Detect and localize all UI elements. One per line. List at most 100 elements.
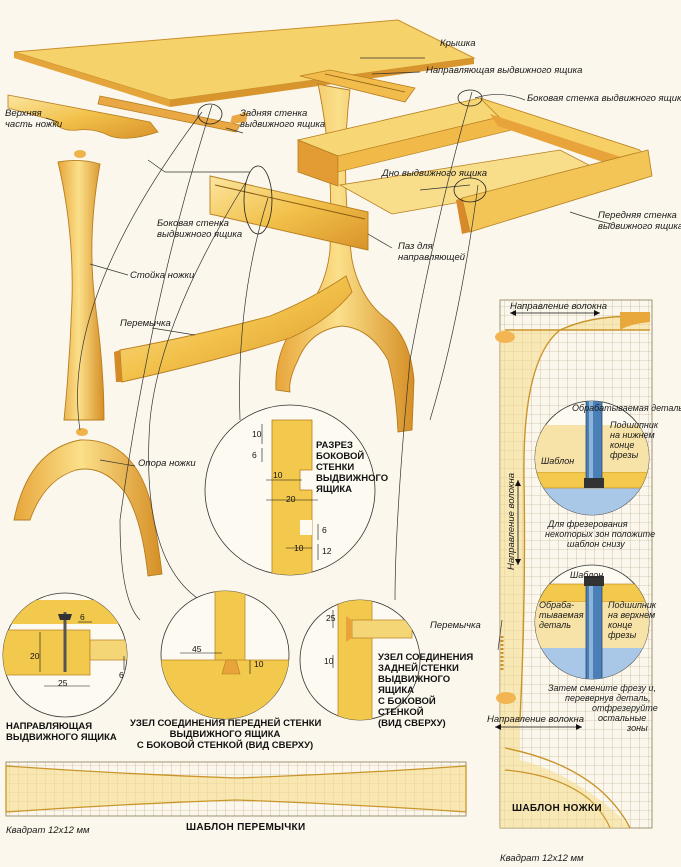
dim-runner-20: 20 [30,651,40,661]
grid-note-left: Квадрат 12х12 мм [6,825,90,836]
label-top: Крышка [440,38,476,49]
caption-back-joint-line: ЯЩИКА [378,685,414,696]
label-template-2: Шаблон [570,570,604,580]
caption-runner: НАПРАВЛЯЮЩАЯ ВЫДВИЖНОГО ЯЩИКА [6,721,117,743]
label-front-wall-2: выдвижного ящика [598,221,681,232]
section-caption: РАЗРЕЗ БОКОВОЙ СТЕНКИ ВЫДВИЖНОГО ЯЩИКА [316,440,388,495]
label-grain-vertical: Направление волокна [506,472,517,570]
section-detail [204,404,376,576]
label-side-wall-1: Боковая стенка [157,218,229,229]
label-drawer-side-top: Боковая стенка выдвижного ящика [527,93,681,104]
crossbar-part [114,275,353,383]
leg-post [57,150,105,436]
caption-runner-line: ВЫДВИЖНОГО ЯЩИКА [6,732,117,743]
label-note1-3: шаблон снизу [567,539,625,549]
dim-section-10a: 10 [252,429,262,439]
caption-back-joint-line: ЗАДНЕЙ СТЕНКИ [378,663,459,674]
dim-back-25: 25 [326,613,336,623]
label-bearing-lower-3: конце [610,440,635,450]
dim-section-6b: 6 [322,525,327,535]
dim-section-10c: 10 [294,543,304,553]
caption-front-joint-line: ВЫДВИЖНОГО ЯЩИКА [169,729,281,740]
label-workpiece-2a: Обраба- [539,600,575,610]
label-bearing-upper-4: фрезы [608,630,637,640]
label-side-wall-2: выдвижного ящика [157,229,243,240]
label-groove-1: Паз для [398,241,433,252]
label-bearing-lower-2: на нижнем [610,430,655,440]
caption-front-joint-line: С БОКОВОЙ СТЕНКОЙ (ВИД СВЕРХУ) [136,740,314,751]
caption-runner-line: НАПРАВЛЯЮЩАЯ [6,721,93,732]
label-workpiece-2b: тываемая [539,610,584,620]
drawer-box [296,97,653,234]
section-caption-line: РАЗРЕЗ [316,440,353,451]
leader-lines [45,57,613,651]
caption-back-joint: УЗЕЛ СОЕДИНЕНИЯ ЗАДНЕЙ СТЕНКИ ВЫДВИЖНОГО… [378,652,473,729]
caption-back-joint-line: УЗЕЛ СОЕДИНЕНИЯ [378,652,474,663]
drawer-side-wall [209,175,369,251]
drawer-back-wall [230,112,248,124]
section-caption-line: ЯЩИКА [316,484,352,495]
caption-front-joint-line: УЗЕЛ СОЕДИНЕНИЯ ПЕРЕДНЕЙ СТЕНКИ [130,718,322,729]
drawer-runner-part [299,69,416,103]
dim-section-6a: 6 [252,450,257,460]
dim-runner-6b: 6 [119,670,124,680]
dim-section-10b: 10 [273,470,283,480]
dim-back-10: 10 [324,656,334,666]
section-caption-line: БОКОВОЙ [316,451,365,462]
label-back-wall-1: Задняя стенка [240,108,308,119]
caption-back-joint-line: СТЕНКОЙ [378,707,424,718]
runner-detail [2,592,128,718]
dim-section-12: 12 [322,546,332,556]
label-workpiece-1: Обрабатываемая деталь [572,403,681,413]
dim-front-10: 10 [254,659,264,669]
label-note1-1: Для фрезерования [548,519,628,529]
label-drawer-bottom: Дно выдвижного ящика [382,168,488,179]
detail-markers [197,89,487,235]
label-crossbar-right: Перемычка [430,620,481,631]
label-note1-2: некоторых зон положите [545,529,656,539]
dim-front-45: 45 [192,644,202,654]
caption-back-joint-line: (ВИД СВЕРХУ) [378,718,446,729]
label-leg-base: Опора ножки [138,458,196,469]
caption-back-joint-line: С БОКОВОЙ [378,696,436,707]
section-caption-line: СТЕНКИ [316,462,355,473]
section-caption-line: ВЫДВИЖНОГО [316,473,389,484]
label-leg-post: Стойка ножки [130,270,195,281]
crossbar-template [5,761,467,817]
leg-base [13,439,163,577]
label-bearing-upper-2: на верхнем [608,610,656,620]
dim-runner-25: 25 [58,678,68,688]
dim-runner-6a: 6 [80,612,85,622]
label-leg-top-1: Верхняя [5,108,42,119]
leg-template [495,299,653,829]
label-note2-2: перевернув деталь, [565,693,651,703]
label-template-1: Шаблон [541,456,575,466]
label-note2-5: зоны [627,723,648,733]
label-leg-top-2: часть ножки [5,119,63,130]
label-grain-bottom: Направление волокна [487,714,585,725]
label-drawer-runner: Направляющая выдвижного ящика [426,65,583,76]
label-groove-2: направляющей [398,252,466,263]
label-bearing-lower-4: фрезы [610,450,639,460]
label-note2-1: Затем смените фрезу и, [548,683,657,693]
router-detail-2 [534,564,650,680]
label-note2-4: остальные [598,713,647,723]
label-back-wall-2: выдвижного ящика [240,119,326,130]
leg-template-title: ШАБЛОН НОЖКИ [512,803,602,814]
dim-section-20: 20 [286,494,296,504]
label-bearing-upper-3: конце [608,620,633,630]
router-detail-1 [534,400,650,516]
label-note2-3: отфрезеруйте [592,703,658,713]
caption-back-joint-line: ВЫДВИЖНОГО [378,674,451,685]
label-front-wall-1: Передняя стенка [598,210,677,221]
label-bearing-upper-1: Подшипник [608,600,657,610]
grid-note-bottom: Квадрат 12х12 мм [500,853,584,864]
label-grain-top: Направление волокна [510,301,608,312]
caption-front-joint: УЗЕЛ СОЕДИНЕНИЯ ПЕРЕДНЕЙ СТЕНКИ ВЫДВИЖНО… [130,718,322,751]
label-bearing-lower-1: Подшипник [610,420,659,430]
crossbar-template-title: ШАБЛОН ПЕРЕМЫЧКИ [186,822,306,833]
label-workpiece-2c: деталь [539,620,571,630]
front-joint-detail [160,590,290,720]
table-top [13,19,476,107]
